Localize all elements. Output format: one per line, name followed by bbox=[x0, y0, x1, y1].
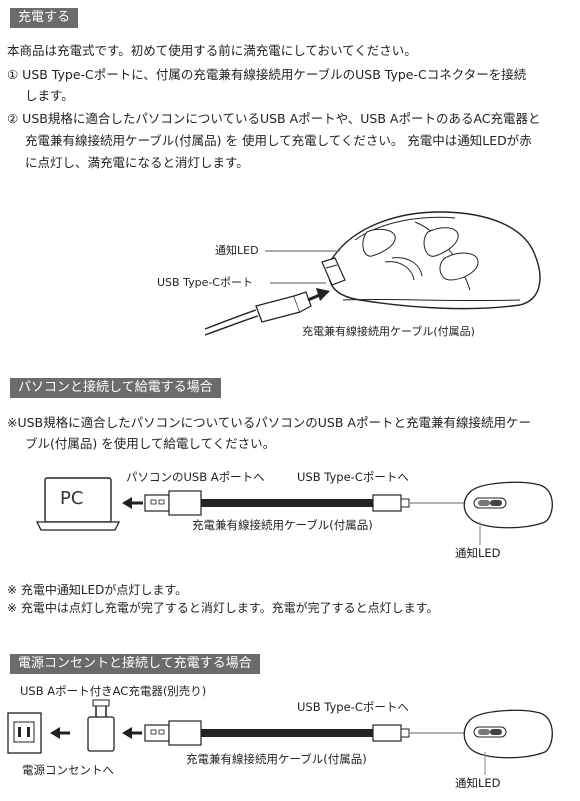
label-pc-usb-a-port: パソコンのUSB Aポートへ bbox=[126, 470, 265, 484]
section-header-charge: 充電する bbox=[10, 8, 79, 28]
pc-footnote-2: ※ 充電中は点灯し充電が完了すると消灯します。充電が完了すると点灯します。 bbox=[7, 601, 439, 615]
label-notification-led: 通知LED bbox=[215, 244, 259, 257]
label-usb-c-port: USB Type-Cポート bbox=[157, 276, 253, 289]
label-pc-cable: 充電兼有線接続用ケーブル(付属品) bbox=[192, 518, 373, 532]
label-pc-usb-c-port: USB Type-Cポートへ bbox=[297, 470, 409, 484]
pc-footnote-1: ※ 充電中通知LEDが点灯します。 bbox=[7, 583, 188, 597]
charge-step2-line2: 充電兼有線接続用ケーブル(付属品) を 使用して充電してください。 充電中は通知… bbox=[25, 133, 532, 148]
label-outlet-usb-c-port: USB Type-Cポートへ bbox=[297, 700, 409, 714]
charge-step2-line1: ② USB規格に適合したパソコンについているUSB Aポートや、USB Aポート… bbox=[7, 111, 541, 126]
section-header-pc: パソコンと接続して給電する場合 bbox=[10, 378, 221, 398]
pc-note-line2: ブル(付属品) を使用して給電してください。 bbox=[25, 436, 276, 451]
label-power-outlet: 電源コンセントへ bbox=[22, 763, 114, 777]
charge-step2-line3: に点灯し、満充電になると消灯します。 bbox=[25, 155, 249, 170]
charge-step1-line1: ① USB Type-Cポートに、付属の充電兼有線接続用ケーブルのUSB Typ… bbox=[7, 67, 527, 82]
pc-screen-text: PC bbox=[60, 488, 84, 509]
label-outlet-led: 通知LED bbox=[455, 776, 501, 790]
label-ac-charger: USB Aポート付きAC充電器(別売り) bbox=[20, 684, 207, 698]
charge-step1-line2: します。 bbox=[25, 88, 74, 103]
pc-note-line1: ※USB規格に適合したパソコンについているパソコンのUSB Aポートと充電兼有線… bbox=[7, 415, 531, 430]
label-charging-cable: 充電兼有線接続用ケーブル(付属品) bbox=[302, 325, 475, 338]
charge-intro: 本商品は充電式です。初めて使用する前に満充電にしておいてください。 bbox=[7, 43, 417, 58]
label-pc-led: 通知LED bbox=[455, 546, 501, 560]
section-header-outlet: 電源コンセントと接続して充電する場合 bbox=[10, 654, 260, 674]
label-outlet-cable: 充電兼有線接続用ケーブル(付属品) bbox=[186, 752, 367, 766]
